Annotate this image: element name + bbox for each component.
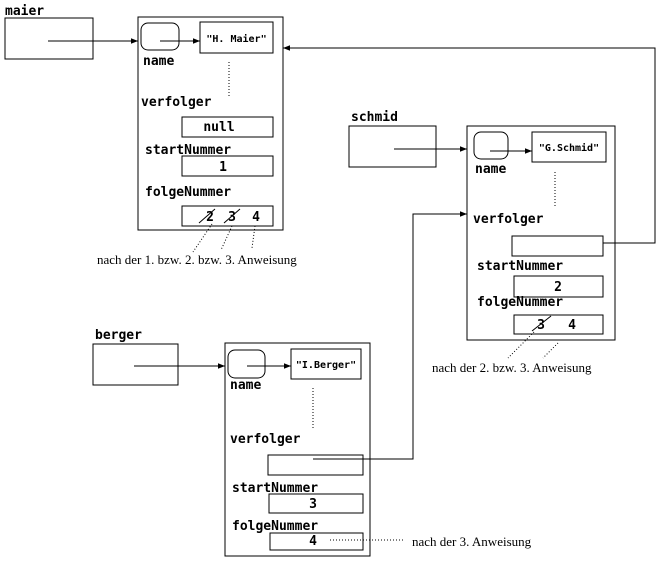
name-string-box-schmid [531,131,607,163]
verfolger-arrow-schmid-to-maier [283,45,656,244]
field-label-verfolger-maier: verfolger [141,95,212,110]
folgenummer-value-maier-1: 2 [206,210,214,225]
var-box-schmid [348,125,437,168]
annotation-berger: nach der 3. Anweisung [412,534,532,549]
startnummer-value-schmid: 2 [554,280,562,295]
var-label-maier: maier [5,4,44,19]
verfolger-value-maier: null [203,120,234,135]
field-label-startnummer-maier: startNummer [145,143,231,158]
field-label-startnummer-schmid: startNummer [477,259,563,274]
name-ref-cell-berger [227,349,266,379]
field-label-folgenummer-maier: folgeNummer [145,185,231,200]
startnummer-value-maier: 1 [219,160,227,175]
folgenummer-value-maier-2: 3 [228,210,236,225]
strike-maier-2 [223,208,241,224]
startnummer-value-berger: 3 [309,497,317,512]
field-label-name-berger: name [230,378,261,393]
object-box-maier [137,16,284,231]
name-string-schmid: "G.Schmid" [539,142,599,154]
annotation-pointer-maier-3 [251,225,256,249]
startnummer-cell-schmid [513,275,604,298]
name-string-box-maier [199,21,274,54]
folgenummer-value-schmid-2: 4 [568,318,576,333]
annotation-schmid: nach der 2. bzw. 3. Anweisung [432,360,592,375]
startnummer-cell-maier [181,155,274,177]
folgenummer-cell-schmid [513,314,604,335]
var-box-maier [4,17,94,60]
folgenummer-value-schmid-1: 3 [537,318,545,333]
field-label-folgenummer-schmid: folgeNummer [477,295,563,310]
verfolger-cell-schmid [511,235,604,257]
field-label-folgenummer-berger: folgeNummer [232,519,318,534]
name-string-berger: "I.Berger" [296,360,356,371]
folgenummer-value-berger: 4 [309,534,317,549]
name-string-maier: "H. Maier" [206,33,266,45]
annotation-maier: nach der 1. bzw. 2. bzw. 3. Anweisung [97,252,297,267]
object-box-berger [224,342,371,557]
field-label-verfolger-schmid: verfolger [473,212,544,227]
var-box-berger [92,343,179,386]
startnummer-cell-berger [268,493,364,514]
folgenummer-cell-berger [269,532,364,551]
field-label-verfolger-berger: verfolger [230,432,301,447]
name-ref-cell-maier [140,22,180,51]
verfolger-arrow-berger-to-schmid [313,211,467,460]
name-ref-cell-schmid [473,131,509,160]
name-string-box-berger [290,348,362,380]
annotation-pointer-schmid-2 [542,342,559,359]
verfolger-cell-maier [181,116,274,138]
field-label-startnummer-berger: startNummer [232,481,318,496]
annotation-pointer-maier-1 [192,223,213,253]
folgenummer-cell-maier [181,205,274,227]
var-label-schmid: schmid [351,110,398,125]
object-box-schmid [466,125,616,341]
field-label-name-schmid: name [475,162,506,177]
folgenummer-value-maier-3: 4 [252,210,260,225]
field-label-name-maier: name [143,54,174,69]
verfolger-cell-berger [267,454,364,476]
var-label-berger: berger [95,328,142,343]
annotation-pointer-schmid-1 [507,331,535,359]
strike-maier-1 [198,208,216,224]
strike-schmid-1 [531,315,552,332]
